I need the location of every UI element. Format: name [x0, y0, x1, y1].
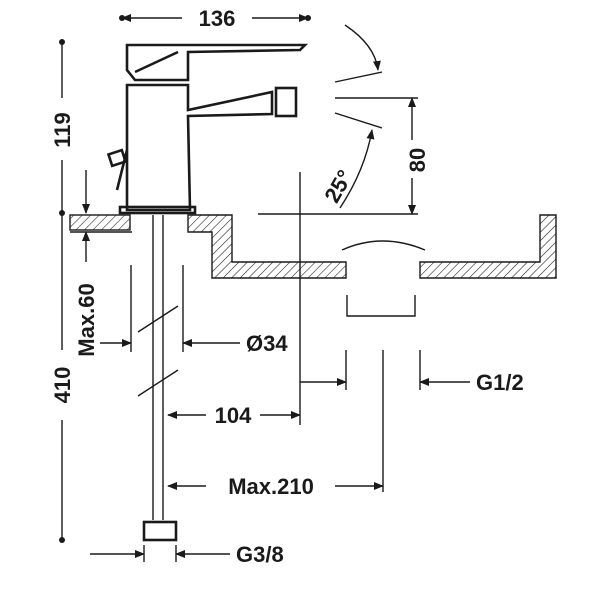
label-136: 136 — [199, 6, 236, 31]
dim-119: 119 — [50, 39, 75, 216]
supply-pipe — [137, 215, 179, 542]
basin-right — [419, 214, 557, 279]
dim-136: 136 — [119, 6, 311, 31]
faucet-body — [125, 83, 274, 212]
label-max210: Max.210 — [228, 474, 314, 499]
label-80: 80 — [405, 148, 430, 172]
label-g12: G1/2 — [476, 370, 524, 395]
faucet-base — [118, 205, 197, 215]
label-119: 119 — [50, 112, 75, 148]
dim-104: 104 — [167, 172, 301, 428]
drain-curve — [341, 240, 426, 251]
label-104: 104 — [215, 403, 252, 428]
label-angle: 25° — [319, 166, 357, 207]
dim-max210: Max.210 — [167, 350, 384, 499]
faucet-aerator — [274, 86, 298, 118]
label-max60: Max.60 — [74, 283, 99, 356]
dim-410: 410 — [50, 213, 75, 543]
faucet-lever — [125, 43, 309, 82]
left-deck — [69, 214, 131, 231]
label-d34: Ø34 — [246, 331, 288, 356]
dim-g38: G3/8 — [90, 542, 284, 567]
label-410: 410 — [50, 367, 75, 404]
dim-g12: G1/2 — [300, 350, 524, 395]
dim-max60: Max.60 — [70, 170, 132, 357]
basin-profile — [187, 214, 347, 279]
faucet — [106, 43, 309, 215]
dim-80: 80 — [258, 97, 430, 215]
inlet-connector — [142, 520, 178, 542]
dim-angle: 25° — [319, 24, 418, 209]
counter-section — [69, 214, 557, 279]
drain-bracket — [346, 295, 416, 317]
popup-knob — [106, 148, 129, 191]
dim-d34: Ø34 — [100, 265, 288, 356]
label-g38: G3/8 — [236, 542, 284, 567]
